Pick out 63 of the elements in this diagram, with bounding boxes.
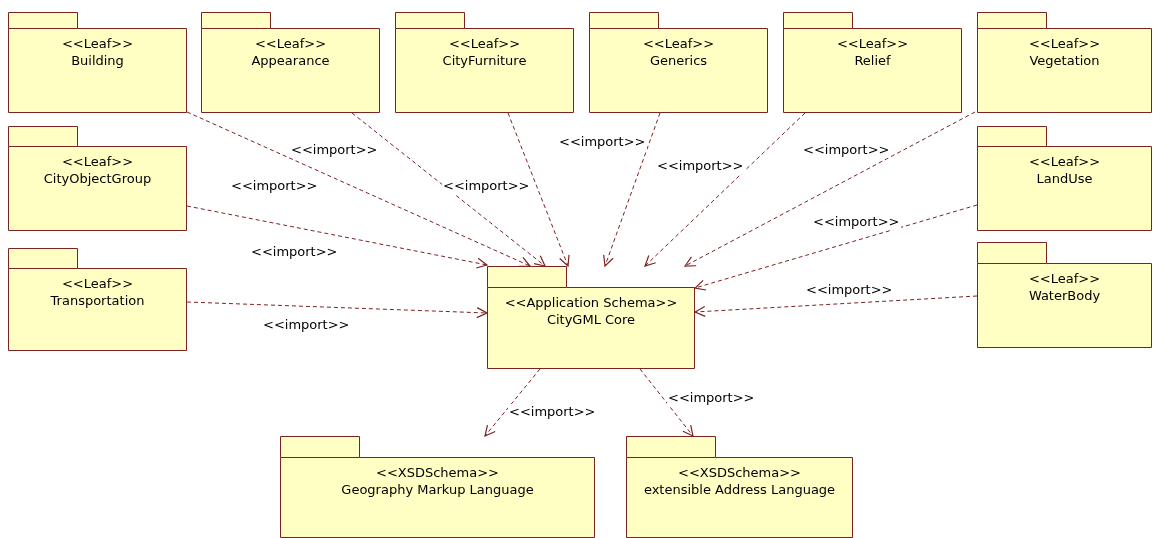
package-name: LandUse xyxy=(1036,170,1093,187)
uml-package xyxy=(626,436,853,538)
edge-label: <<import>> xyxy=(508,404,597,420)
package-name: Vegetation xyxy=(1029,52,1100,69)
dependency-arrow xyxy=(351,112,546,267)
dependency-arrow xyxy=(684,111,976,267)
package-name: CityFurniture xyxy=(442,52,527,69)
edge-label: <<import>> xyxy=(656,158,745,174)
package-name: Transportation xyxy=(50,292,145,309)
dependency-arrow xyxy=(644,112,806,267)
uml-package xyxy=(589,12,768,113)
edge-label: <<import>> xyxy=(230,178,319,194)
uml-package xyxy=(977,12,1152,113)
dependency-arrow xyxy=(694,204,978,291)
package-name: WaterBody xyxy=(1028,287,1101,304)
stereotype-label: <<Leaf>> xyxy=(836,35,909,52)
dependency-arrow xyxy=(186,111,531,268)
stereotype-label: <<Leaf>> xyxy=(61,35,134,52)
edge-label: <<import>> xyxy=(290,142,379,158)
uml-package xyxy=(8,248,187,351)
package-name: CityGML Core xyxy=(546,311,636,328)
uml-package xyxy=(783,12,962,113)
stereotype-label: <<Leaf>> xyxy=(254,35,327,52)
stereotype-label: <<Leaf>> xyxy=(1028,153,1101,170)
stereotype-label: <<XSDSchema>> xyxy=(376,464,499,481)
dependency-arrow xyxy=(186,205,488,269)
dependency-arrow xyxy=(639,368,694,437)
uml-package xyxy=(977,126,1152,231)
dependency-arrow xyxy=(484,368,541,437)
dependency-arrow xyxy=(186,301,488,319)
dependency-arrow xyxy=(603,112,661,267)
uml-package xyxy=(977,242,1152,348)
package-name: Generics xyxy=(649,52,708,69)
stereotype-label: <<Leaf>> xyxy=(1028,270,1101,287)
edge-label: <<import>> xyxy=(442,178,531,194)
edge-label: <<import>> xyxy=(812,214,901,230)
uml-package xyxy=(8,126,187,231)
package-name: CityObjectGroup xyxy=(43,170,152,187)
package-name: Appearance xyxy=(251,52,330,69)
stereotype-label: <<Leaf>> xyxy=(642,35,715,52)
dependency-arrow xyxy=(507,112,570,267)
stereotype-label: <<Leaf>> xyxy=(1028,35,1101,52)
stereotype-label: <<Leaf>> xyxy=(448,35,521,52)
stereotype-label: <<XSDSchema>> xyxy=(678,464,801,481)
uml-package xyxy=(487,266,695,369)
stereotype-label: <<Leaf>> xyxy=(61,275,134,292)
stereotype-label: <<Application Schema>> xyxy=(504,294,678,311)
edge-label: <<import>> xyxy=(262,317,351,333)
dependency-arrow xyxy=(694,295,978,318)
uml-package xyxy=(201,12,380,113)
package-name: extensible Address Language xyxy=(643,481,836,498)
package-name: Geography Markup Language xyxy=(341,481,534,498)
uml-package xyxy=(395,12,574,113)
uml-package xyxy=(280,436,595,538)
edge-label: <<import>> xyxy=(802,142,891,158)
stereotype-label: <<Leaf>> xyxy=(61,153,134,170)
edge-label: <<import>> xyxy=(558,134,647,150)
uml-package xyxy=(8,12,187,113)
edge-label: <<import>> xyxy=(667,390,756,406)
edge-label: <<import>> xyxy=(805,282,894,298)
package-name: Relief xyxy=(854,52,891,69)
edge-label: <<import>> xyxy=(250,244,339,260)
package-name: Building xyxy=(71,52,124,69)
